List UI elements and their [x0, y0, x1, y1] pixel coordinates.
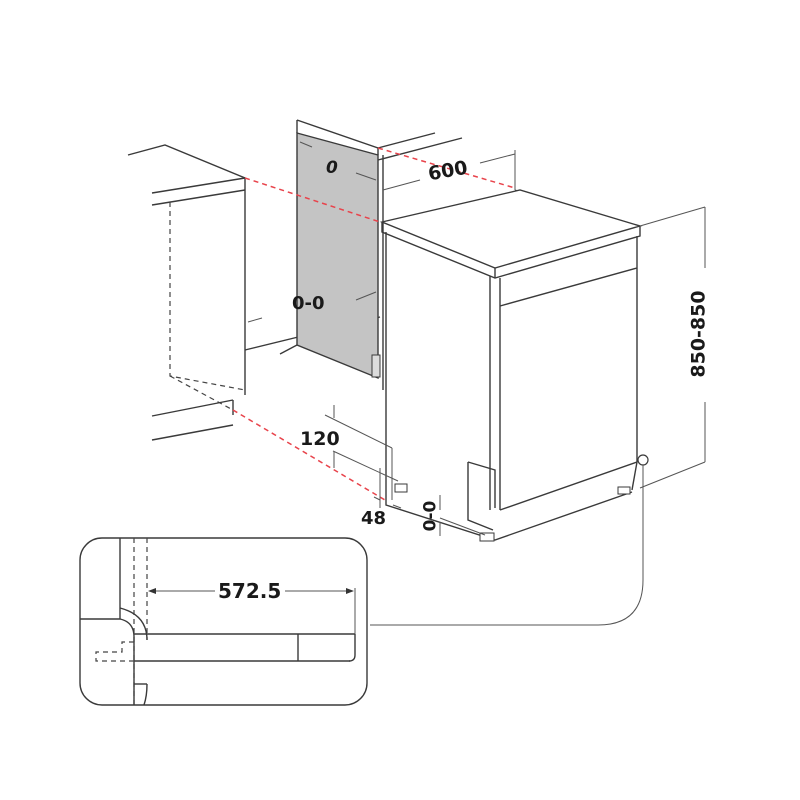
height-dimension [639, 206, 706, 489]
detail-inset [79, 537, 368, 706]
detail-width-label: 572.5 [218, 579, 282, 603]
foot-adjust-label: 0-0 [420, 500, 441, 532]
wall-gap-label: 0-0 [292, 293, 325, 314]
plinth-dimensions [324, 405, 486, 536]
height-label: 850-850 [687, 290, 710, 378]
dishwasher [379, 189, 649, 542]
side-gap-label: 0 [326, 158, 338, 178]
alignment-guides [232, 147, 516, 501]
niche-panel [279, 119, 463, 390]
foot-offset-label: 48 [361, 508, 387, 529]
detail-connector [370, 465, 644, 626]
plinth-height-label: 120 [300, 428, 340, 450]
